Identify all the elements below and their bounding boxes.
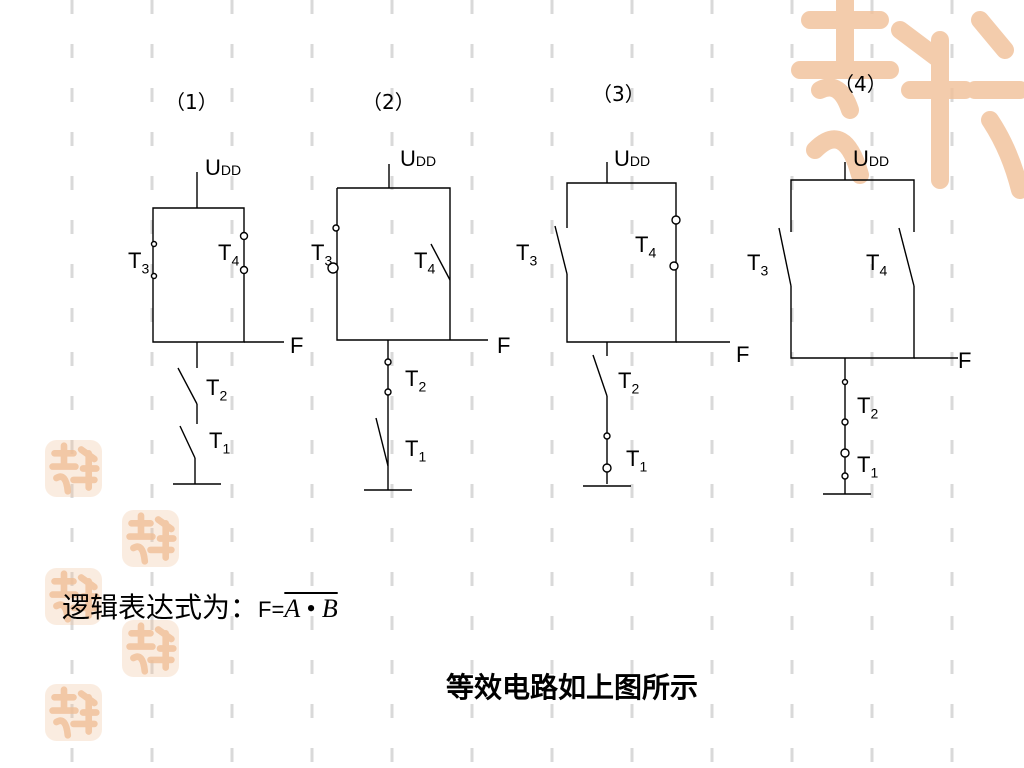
panel-2-t3-label: T3: [311, 240, 333, 269]
panel-2-t4-label: T4: [414, 248, 436, 277]
panel-3-t1-label: T1: [626, 446, 648, 475]
panel-4-t4-label: T4: [866, 250, 888, 279]
p4-t1-contact: [841, 472, 849, 480]
panel-3-t4-label: T4: [635, 232, 657, 261]
panel-1-output-label: F: [290, 333, 304, 358]
p1-t3-contact: [150, 272, 158, 280]
p1-t1-switch-open: [179, 425, 196, 459]
p4-t1-contact: [840, 448, 850, 458]
panel-1-t2-label: T2: [206, 375, 228, 404]
panel-2-t2-label: T2: [405, 366, 427, 395]
logic-expression-lhs: F=: [258, 597, 285, 622]
p3-t1-contact: [602, 463, 612, 473]
logic-expression-nand: A • B: [284, 594, 338, 623]
seal-icon: [45, 684, 102, 741]
p3-t2-switch-open: [592, 354, 608, 397]
p4-t2-contact: [841, 378, 849, 386]
panel-1-vdd-label: UDD: [205, 155, 242, 180]
p2-t2-contact: [384, 358, 392, 366]
seal-stroke: [126, 512, 177, 565]
panel-3-output-label: F: [736, 342, 750, 367]
seal-stroke: [49, 442, 100, 495]
panel-1-t1-label: T1: [209, 428, 231, 457]
panel-4-t1-label: T1: [857, 452, 879, 481]
p4-t4-switch-open: [898, 227, 915, 287]
panel-3-vdd-label: UDD: [614, 146, 651, 171]
p3-t3-gap: [563, 228, 571, 274]
p2-t3-contact: [332, 224, 340, 232]
panel-3-t2-label: T2: [618, 368, 640, 397]
p3-t4-contact: [671, 215, 681, 225]
seal-icon: [122, 620, 179, 677]
p4-parallel-loop: [790, 179, 915, 359]
panel-1-t4-label: T4: [218, 240, 240, 269]
panel-2-output-label: F: [497, 333, 511, 358]
panel-3-number: （3）: [592, 82, 645, 106]
panel-2-number: （2）: [362, 90, 415, 114]
p2-t1-switch-open: [375, 417, 389, 467]
logic-expression: 逻辑表达式为：F=A • B: [62, 586, 338, 626]
p3-t2-gap: [603, 356, 611, 396]
logic-expression-prefix: 逻辑表达式为：: [62, 591, 259, 624]
panel-1-number: （1）: [165, 90, 218, 114]
p4-t3-gap: [787, 232, 795, 286]
p2-left-bottom: [336, 188, 488, 341]
seal-stroke: [49, 570, 100, 623]
p2-top-right: [337, 187, 451, 280]
panel-4-t2-label: T2: [857, 393, 879, 422]
seal-stroke: [126, 622, 177, 675]
p1-t3-contact: [150, 240, 158, 248]
panel-4-t3-label: T3: [747, 250, 769, 279]
panel-3-t3-label: T3: [516, 240, 538, 269]
p3-parallel-loop: [566, 182, 677, 343]
watermark-calligraphy-icon: [791, 0, 1024, 199]
p2-t4-switch-open: [430, 243, 451, 281]
seal-stroke: [49, 686, 100, 739]
seal-icon: [45, 440, 102, 497]
p1-t2-switch-open: [177, 367, 198, 405]
p1-t4-contact: [239, 231, 249, 241]
p4-t2-contact: [841, 418, 849, 426]
p2-t3-contact: [327, 262, 339, 274]
p4-t3-switch-open: [778, 227, 792, 287]
p3-t1-contact: [603, 432, 611, 440]
seal-icon: [45, 568, 102, 625]
p3-t3-switch-open: [554, 225, 568, 275]
p1-parallel-loop: [152, 207, 245, 343]
p4-t4-gap: [910, 232, 918, 286]
seal-icon: [122, 510, 179, 567]
p3-t4-contact: [669, 261, 679, 271]
panel-4-vdd-label: UDD: [853, 146, 890, 171]
panel-4-number: （4）: [834, 72, 887, 96]
panel-4-output-label: F: [958, 348, 972, 373]
panel-2-t1-label: T1: [405, 436, 427, 465]
p2-t2-contact: [384, 388, 392, 396]
p1-t4-contact: [239, 265, 249, 275]
panel-2-vdd-label: UDD: [400, 146, 437, 171]
equivalent-circuit-caption: 等效电路如上图所示: [446, 671, 699, 704]
watermark-stroke: [791, 0, 1024, 199]
panel-1-t3-label: T3: [128, 248, 150, 277]
